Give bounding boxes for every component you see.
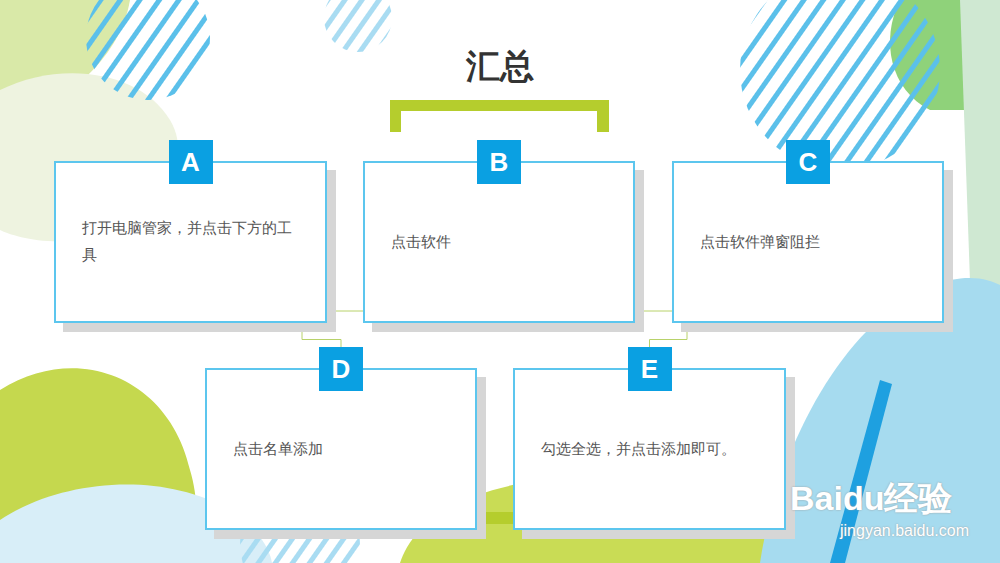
green-bar	[477, 512, 513, 524]
step-text: 点击软件弹窗阻拦	[700, 229, 920, 256]
step-letter: A	[169, 140, 213, 184]
step-text: 勾选全选，并点击添加即可。	[541, 436, 762, 463]
watermark: Baidu经验	[790, 476, 952, 522]
step-box: C点击软件弹窗阻拦	[672, 161, 944, 323]
step-text: 点击软件	[391, 229, 611, 256]
step-letter: E	[628, 347, 672, 391]
step-box: A打开电脑管家，并点击下方的工具	[54, 161, 327, 323]
step-text: 点击名单添加	[233, 436, 453, 463]
slide-title: 汇总	[0, 44, 1000, 90]
connector-line	[327, 311, 363, 312]
step-box: E勾选全选，并点击添加即可。	[513, 368, 786, 530]
step-box: B点击软件	[363, 161, 635, 323]
step-letter: B	[477, 140, 521, 184]
step-text: 打开电脑管家，并点击下方的工具	[82, 215, 303, 269]
striped-circle	[86, 0, 210, 100]
watermark: jingyan.baidu.com	[840, 522, 969, 540]
step-letter: C	[786, 140, 830, 184]
connector-line	[635, 311, 672, 312]
step-box: D点击名单添加	[205, 368, 477, 530]
striped-circle	[740, 0, 940, 170]
striped-circle	[324, 0, 392, 52]
step-letter: D	[319, 347, 363, 391]
title-bracket	[390, 100, 609, 132]
